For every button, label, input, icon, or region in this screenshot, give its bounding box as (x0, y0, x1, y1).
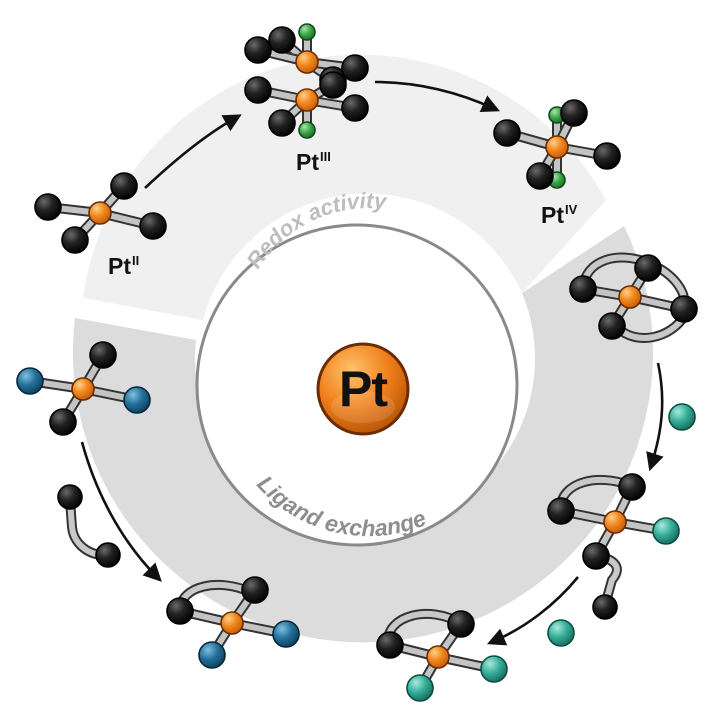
ligand-band (72, 226, 653, 643)
black-ligand-atom (618, 473, 646, 501)
free-teal-ligand-atom (547, 619, 575, 647)
arrow-lower-right (486, 576, 580, 646)
black-ligand-atom (319, 71, 347, 99)
black-ligand-atom (89, 341, 117, 369)
black-ligand-atom (598, 312, 626, 340)
black-ligand-atom (560, 99, 588, 127)
black-ligand-atom (670, 295, 698, 323)
black-ligand-atom (268, 26, 296, 54)
arrow-pt3-to-pt4 (374, 80, 500, 112)
pt-iii-label: PtIII (296, 149, 331, 175)
black-ligand-atom (34, 193, 62, 221)
black-ligand-atom (376, 631, 404, 659)
arrow-left-descent (80, 441, 162, 582)
black-ligand-atom (447, 610, 475, 638)
black-ligand-atom (241, 576, 269, 604)
platinum-atom (88, 201, 112, 225)
black-ligand-atom (139, 212, 167, 240)
teal-ligand-atom (480, 655, 508, 683)
black-ligand-atom (592, 594, 618, 620)
blue-ligand-atom (16, 367, 44, 395)
pt-iii-complex-lower (244, 71, 369, 139)
blue-complex-bottom (166, 576, 300, 669)
black-ligand-atom (110, 172, 138, 200)
platinum-atom (295, 88, 319, 112)
black-ligand-atom (244, 76, 272, 104)
teal-complex-bottom (376, 610, 508, 702)
pt-logo-text: Pt (339, 361, 388, 417)
pt-iv-label: PtIV (541, 202, 578, 228)
black-ligand-atom (493, 119, 521, 147)
platinum-atom (426, 645, 450, 669)
black-ligand-atom (244, 36, 272, 64)
black-ligand-atom (95, 542, 121, 568)
platinum-atom (603, 510, 627, 534)
green-ligand-atom (298, 23, 316, 41)
pt-ii-label: PtII (108, 253, 140, 279)
platinum-atom (71, 377, 95, 401)
platinum-atom (295, 50, 319, 74)
redox-band (83, 54, 606, 320)
platinum-atom (618, 285, 642, 309)
black-ligand-atom (569, 275, 597, 303)
pt-logo: Pt (315, 341, 411, 437)
black-ligand-atom (341, 54, 369, 82)
cycle-arrows (80, 80, 664, 646)
free-teal-ligand-atom (668, 403, 696, 431)
blue-ligand-atom (272, 620, 300, 648)
arrow-right-descent (646, 362, 664, 472)
black-ligand-atom (166, 597, 194, 625)
blue-complex-left (16, 341, 151, 436)
exchange-complex-lower-right (547, 473, 680, 570)
pt-iv-complex (493, 99, 621, 190)
black-ligand-atom (582, 542, 610, 570)
teal-ligand-atom (652, 517, 680, 545)
green-ligand-atom (298, 121, 316, 139)
blue-ligand-atom (198, 641, 226, 669)
arrow-pt2-to-pt3 (144, 114, 242, 189)
pt-ii-complex (34, 172, 167, 254)
black-ligand-atom (547, 497, 575, 525)
platinum-atom (545, 135, 569, 159)
chelate-complex-right (569, 254, 698, 340)
black-ligand-atom (341, 94, 369, 122)
black-ligand-atom (61, 226, 89, 254)
blue-ligand-atom (123, 386, 151, 414)
black-ligand-atom (593, 142, 621, 170)
black-ligand-atom (57, 484, 83, 510)
black-ligand-atom (49, 408, 77, 436)
black-ligand-atom (634, 254, 662, 282)
platinum-atom (220, 611, 244, 635)
black-ligand-atom (526, 162, 554, 190)
pt-logo-sphere (316, 342, 410, 436)
molecules (16, 23, 698, 702)
teal-ligand-atom (406, 674, 434, 702)
black-ligand-atom (268, 109, 296, 137)
